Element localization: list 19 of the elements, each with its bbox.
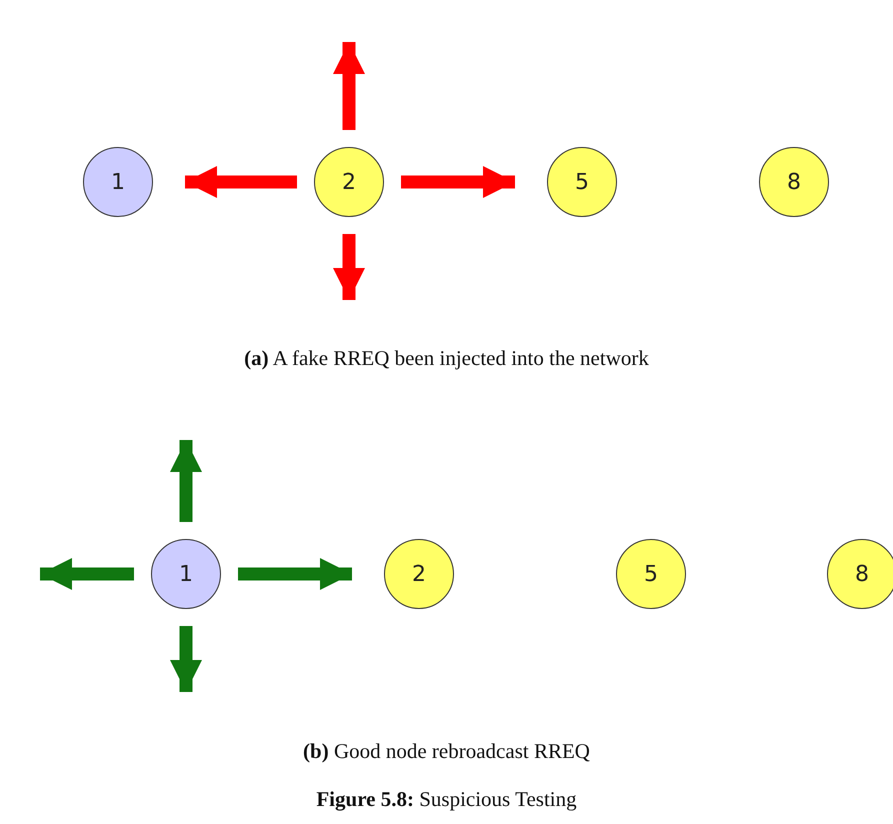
network-node-circle: 1 <box>151 539 221 609</box>
network-node-circle: 5 <box>616 539 686 609</box>
arrow <box>170 440 202 522</box>
arrow <box>238 558 352 590</box>
network-node-circle: 2 <box>314 147 384 217</box>
network-node-circle: 5 <box>547 147 617 217</box>
network-node-circle: 8 <box>827 539 893 609</box>
figure-caption: Figure 5.8: Suspicious Testing <box>316 787 577 811</box>
arrow <box>333 42 365 130</box>
network-node-circle: 8 <box>759 147 829 217</box>
network-node-circle: 2 <box>384 539 454 609</box>
arrow <box>401 166 515 198</box>
arrow <box>185 166 297 198</box>
arrow <box>333 234 365 300</box>
network-node-circle: 1 <box>83 147 153 217</box>
subfigure-caption: (a) A fake RREQ been injected into the network <box>244 346 649 370</box>
subfigure-caption: (b) Good node rebroadcast RREQ <box>303 739 590 763</box>
arrow <box>170 626 202 692</box>
arrow <box>40 558 134 590</box>
